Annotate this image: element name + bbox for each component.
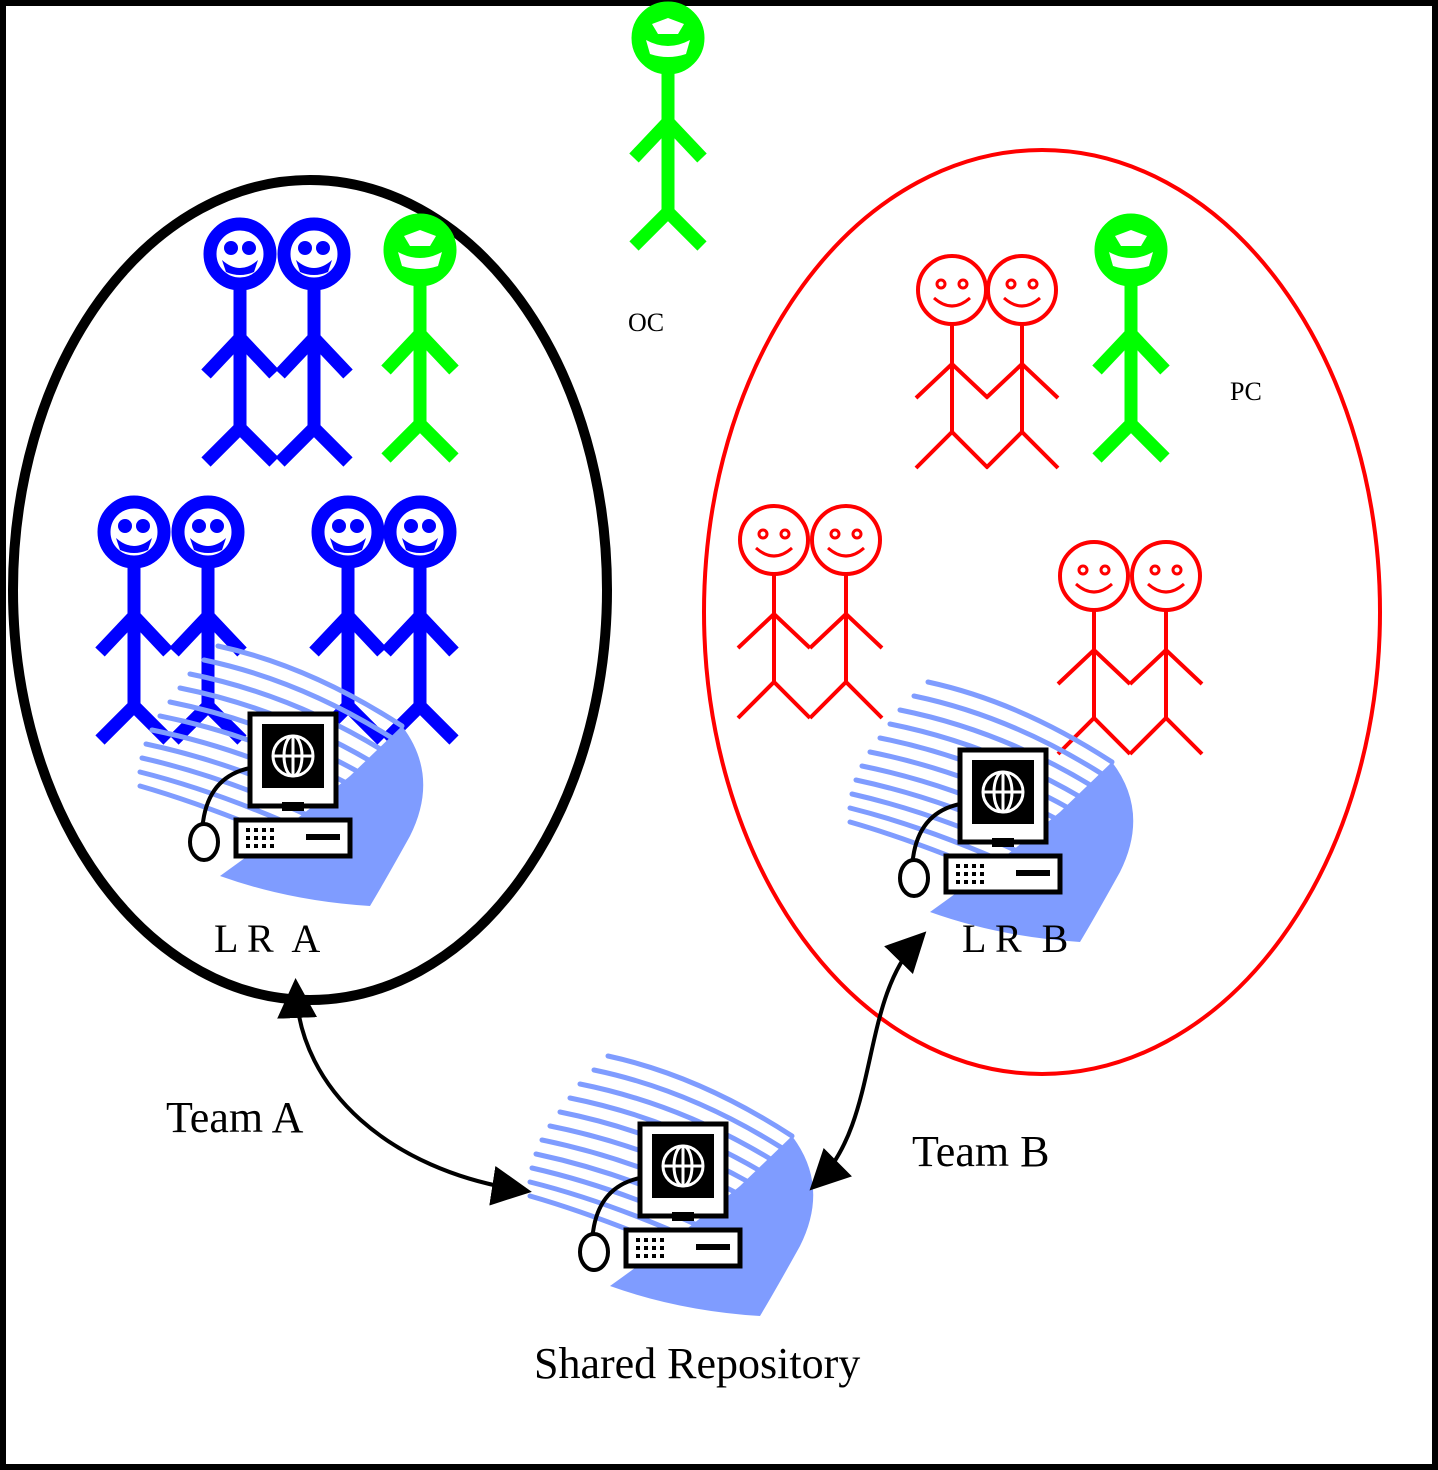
team-b-member-icon <box>808 504 884 720</box>
team-a-member-icon <box>201 217 279 467</box>
team-a-label: Team A <box>166 1093 304 1142</box>
local-repository-a-label: L R A <box>214 916 320 961</box>
team-a-member-icon <box>275 217 353 467</box>
team-b-member-icon <box>736 504 812 720</box>
team-b-member-icon <box>1128 540 1204 756</box>
team-a-coordinator-icon <box>381 213 459 463</box>
team-a-member-icon <box>95 495 173 745</box>
team-b-member-icon <box>984 254 1060 470</box>
shared-repository-label: Shared Repository <box>534 1339 860 1388</box>
team-a-member-icon <box>381 495 459 745</box>
team-a-member-icon <box>169 495 247 745</box>
team-b-label: Team B <box>912 1127 1049 1176</box>
coordinators <box>381 1 1170 463</box>
local-repository-a-computer-icon <box>140 646 423 906</box>
team-a-link-arrow <box>277 978 532 1206</box>
team-b-link-arrow <box>809 931 927 1191</box>
project-coordinator-icon <box>1092 213 1170 463</box>
team-b-members <box>736 254 1204 756</box>
team-b-boundary <box>702 148 1382 1076</box>
team-a-members <box>95 217 459 745</box>
local-repository-b-label: L R B <box>962 916 1068 961</box>
team-b-member-icon <box>914 254 990 470</box>
shared-repository-computer-icon <box>530 1056 813 1316</box>
pc-label: PC <box>1230 377 1262 406</box>
oc-label: OC <box>628 308 664 337</box>
team-b-member-icon <box>1056 540 1132 756</box>
organization-coordinator-icon <box>629 1 707 251</box>
team-a-member-icon <box>309 495 387 745</box>
